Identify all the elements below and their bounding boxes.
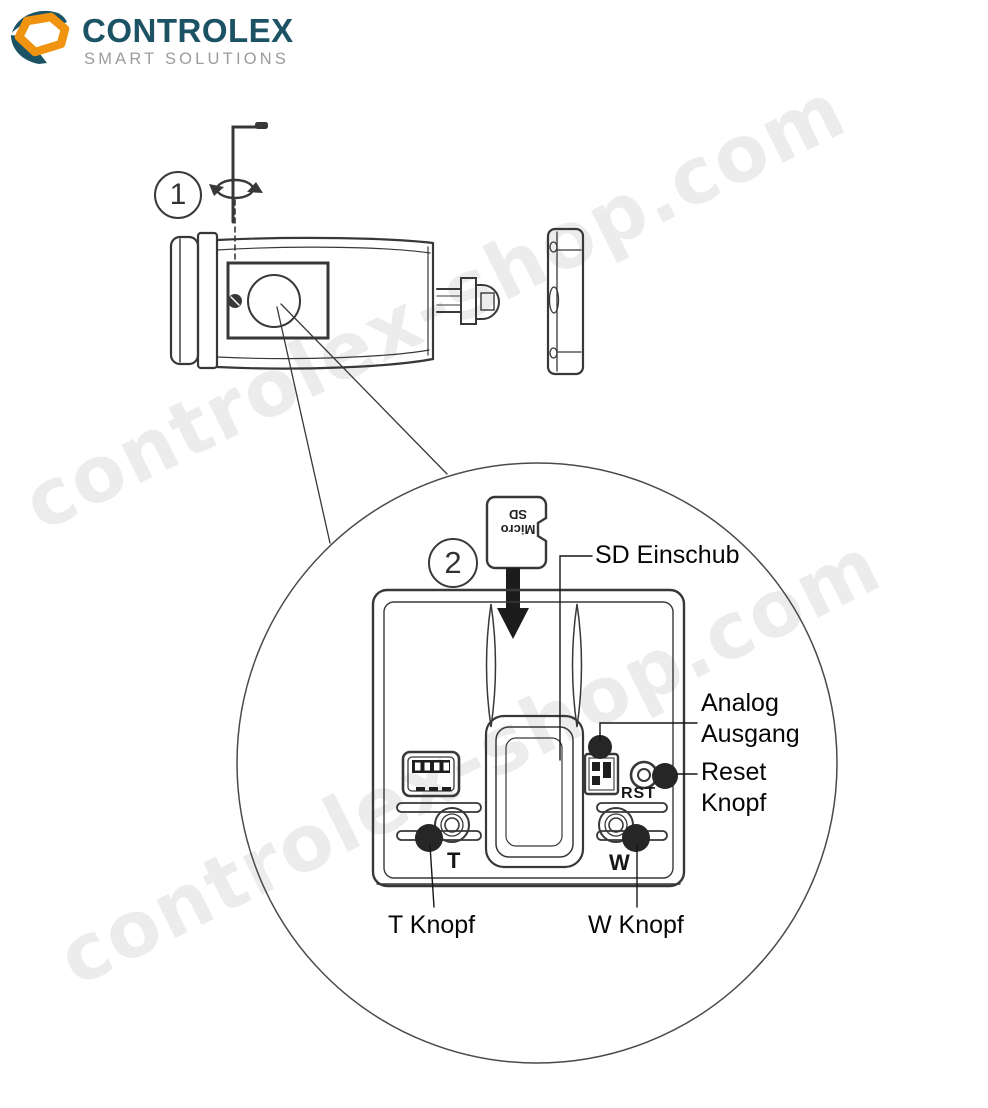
callout-leader-lines	[429, 555, 698, 908]
pin-connector-icon	[401, 750, 461, 798]
brand-tagline: SMART SOLUTIONS	[84, 50, 290, 68]
allen-key-icon	[209, 122, 268, 263]
reset-button-drawing	[629, 760, 678, 790]
step-2-badge: 2	[428, 538, 478, 588]
callout-analog-output: Analog Ausgang	[701, 688, 800, 750]
callout-analog-line2: Ausgang	[701, 720, 800, 748]
logo-orange-hexagon	[14, 12, 70, 57]
line-art	[169, 122, 838, 1064]
callout-analog-line1: Analog	[701, 689, 779, 717]
t-button-marker-dot	[415, 824, 443, 852]
insert-arrow-icon	[497, 568, 529, 639]
callout-reset-line2: Knopf	[701, 789, 767, 817]
callout-reset-button: Reset Knopf	[701, 757, 766, 819]
brand-logo: CONTROLEX SMART SOLUTIONS	[8, 8, 308, 68]
cover-plate-hole	[247, 274, 301, 328]
camera-cover-plate	[226, 261, 330, 340]
sd-slot-leader	[559, 555, 593, 761]
callout-t-button: T Knopf	[388, 911, 476, 939]
callout-reset-line1: Reset	[701, 758, 767, 786]
reset-marker-dot	[652, 763, 678, 789]
panel-marking-w: W	[609, 850, 630, 875]
brand-name: CONTROLEX	[82, 12, 294, 49]
micro-sd-print-line1: Micro	[500, 522, 536, 537]
camera-body-drawing	[169, 231, 435, 370]
panel-marking-t: T	[447, 848, 461, 873]
panel-marking-rst: RST	[621, 785, 656, 802]
brand-hexagon-icon	[11, 10, 70, 64]
camera-mount-drawing	[436, 227, 585, 376]
analog-leader	[599, 722, 698, 742]
step-1-badge: 1	[154, 171, 202, 219]
micro-sd-print: Micro SD	[492, 507, 544, 537]
callout-w-button: W Knopf	[588, 911, 684, 939]
rear-panel-drawing	[371, 588, 686, 888]
callout-sd-slot: SD Einschub	[595, 541, 740, 569]
w-button-marker-dot	[622, 824, 650, 852]
detail-circle	[236, 462, 838, 1064]
analog-marker-dot	[588, 735, 612, 759]
t-button-drawing	[396, 802, 482, 852]
zoom-leader-left	[276, 306, 331, 544]
analog-output-connector-icon	[583, 735, 620, 796]
micro-sd-print-line2: SD	[508, 507, 528, 522]
t-button-leader	[429, 844, 435, 908]
sd-slot-housing	[484, 714, 585, 869]
zoom-leader-right	[280, 303, 448, 475]
w-button-drawing	[596, 802, 668, 852]
micro-sd-card	[485, 495, 548, 570]
